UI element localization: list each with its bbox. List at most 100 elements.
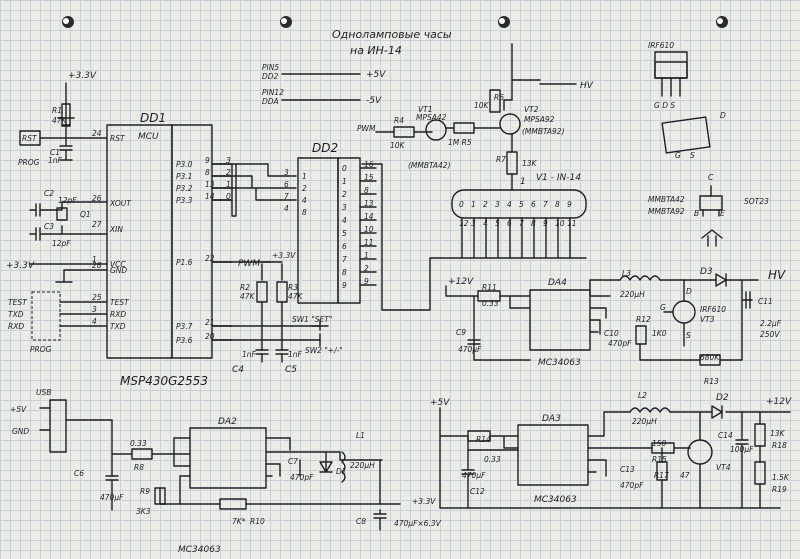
svg-text:GND: GND	[12, 427, 29, 436]
decoder-input-bit: 1	[302, 172, 307, 181]
svg-text:+3.3V: +3.3V	[68, 71, 97, 81]
mcu-pin-name: RXD	[110, 310, 126, 319]
mcu-pin-num: 28	[92, 261, 102, 270]
mcu-pin-name: P3.7	[176, 322, 193, 331]
tube-digit: 7	[543, 200, 548, 209]
decoder-input-pin: 3	[284, 168, 289, 177]
svg-text:C3: C3	[44, 222, 54, 231]
rail-labels: PIN5 DD2 +5V PIN12 DDA -5V	[262, 63, 386, 106]
svg-text:VT4: VT4	[716, 463, 731, 472]
anode-driver: PWM R4 10K VT1 MPSA42 (MMBTA42) 1M R5 R6…	[357, 43, 594, 191]
mcu-pin-name: XOUT	[109, 199, 132, 208]
mcu-dd1: DD1 MCU MSP430G2553	[106, 111, 213, 388]
crystal-section: C2 12pF C3 12pF Q1	[29, 189, 108, 248]
svg-text:(MMBTA42): (MMBTA42)	[408, 161, 451, 170]
decoder-output-pin: 9	[364, 277, 369, 286]
svg-text:10K: 10K	[474, 101, 490, 110]
svg-text:TEST: TEST	[8, 298, 28, 307]
decoder-output-pin: 8	[364, 186, 369, 195]
svg-text:MPSA92: MPSA92	[524, 115, 555, 124]
svg-text:470μF: 470μF	[462, 471, 486, 480]
svg-text:220μH: 220μH	[620, 290, 645, 299]
mcu-pin-bit: 3	[226, 156, 231, 165]
svg-text:D2: D2	[716, 393, 729, 403]
decoder-output-pin: 14	[364, 212, 374, 221]
mcu-pin-name: RST	[110, 134, 126, 143]
mcu-pin-name: P3.1	[176, 172, 192, 181]
tube-digit: 8	[555, 200, 560, 209]
svg-text:MMBTA42: MMBTA42	[648, 195, 685, 204]
svg-text:MSP430G2553: MSP430G2553	[120, 374, 208, 388]
svg-text:+3.3V: +3.3V	[272, 251, 296, 260]
svg-text:HV: HV	[580, 81, 594, 91]
svg-text:PROG: PROG	[18, 158, 40, 167]
decoder-output-digit: 1	[342, 177, 347, 186]
tube-digit: 9	[567, 200, 572, 209]
svg-text:IRF610: IRF610	[648, 41, 674, 50]
nixie-tube: 1 V1 - IN-14	[451, 173, 587, 219]
svg-text:MPSA42: MPSA42	[416, 113, 447, 122]
svg-text:1nF: 1nF	[242, 350, 257, 359]
svg-text:C7: C7	[288, 457, 298, 466]
svg-text:(MMBTA92): (MMBTA92)	[522, 127, 565, 136]
tube-pin-number: 11	[567, 219, 577, 228]
tube-bus-edge	[361, 163, 587, 311]
svg-text:R14: R14	[476, 435, 491, 444]
svg-text:2.2μF: 2.2μF	[760, 319, 782, 328]
svg-text:R4: R4	[394, 116, 404, 125]
decoder-input-bit: 8	[302, 208, 307, 217]
svg-text:R8: R8	[134, 463, 144, 472]
svg-text:+5V: +5V	[430, 398, 450, 408]
svg-text:13K: 13K	[770, 429, 786, 438]
da2-33v-converter: DA2 MC34063 USB +5V GND 0.33 R8 C6 470μF…	[10, 388, 442, 555]
decoder-output-digit: 8	[342, 268, 347, 277]
svg-text:+5V: +5V	[10, 405, 27, 414]
svg-text:DD2: DD2	[312, 141, 338, 155]
svg-text:12pF: 12pF	[58, 196, 77, 205]
mcu-pin-num: 25	[92, 293, 102, 302]
svg-text:SOT23: SOT23	[744, 197, 769, 206]
mcu-pin-num: 9	[205, 156, 210, 165]
mcu-pin-num: 14	[205, 192, 215, 201]
svg-text:C9: C9	[456, 328, 466, 337]
tube-digit: 0	[459, 200, 464, 209]
svg-text:R11: R11	[482, 283, 497, 292]
svg-text:R2: R2	[240, 283, 250, 292]
svg-text:R6: R6	[494, 93, 504, 102]
svg-text:C14: C14	[718, 431, 733, 440]
mcu-power-wires: +3.3V	[6, 261, 108, 283]
tube-pin-number: 12	[459, 219, 469, 228]
svg-text:L1: L1	[356, 431, 365, 440]
svg-text:250V: 250V	[760, 330, 780, 339]
svg-text:PIN5: PIN5	[262, 63, 279, 72]
svg-text:R18: R18	[772, 441, 787, 450]
svg-text:HV: HV	[768, 268, 786, 282]
mcu-pin-name: P3.0	[176, 160, 193, 169]
decoder-output-digit: 5	[342, 229, 347, 238]
svg-text:C13: C13	[620, 465, 635, 474]
decoder-output-digit: 4	[342, 216, 347, 225]
svg-text:220μH: 220μH	[350, 461, 375, 470]
mcu-pin-num: 3	[92, 305, 97, 314]
mcu-pin-bit: 1	[226, 180, 231, 189]
tube-digit: 5	[519, 200, 524, 209]
svg-text:R7: R7	[496, 155, 506, 164]
svg-text:13K: 13K	[522, 159, 538, 168]
svg-text:D: D	[720, 111, 726, 120]
decoder-output-digit: 7	[342, 255, 347, 264]
svg-text:D: D	[686, 287, 692, 296]
svg-text:1M R5: 1M R5	[448, 138, 472, 147]
svg-text:RXD: RXD	[8, 322, 24, 331]
mcu-pin-num: 13	[205, 180, 215, 189]
svg-text:12pF: 12pF	[52, 239, 71, 248]
svg-text:R9: R9	[140, 487, 150, 496]
mcu-pin-name: XIN	[109, 225, 123, 234]
svg-text:VT1: VT1	[418, 105, 432, 114]
svg-text:+5V: +5V	[366, 70, 386, 80]
svg-text:R17: R17	[654, 471, 669, 480]
svg-text:R3: R3	[288, 283, 298, 292]
